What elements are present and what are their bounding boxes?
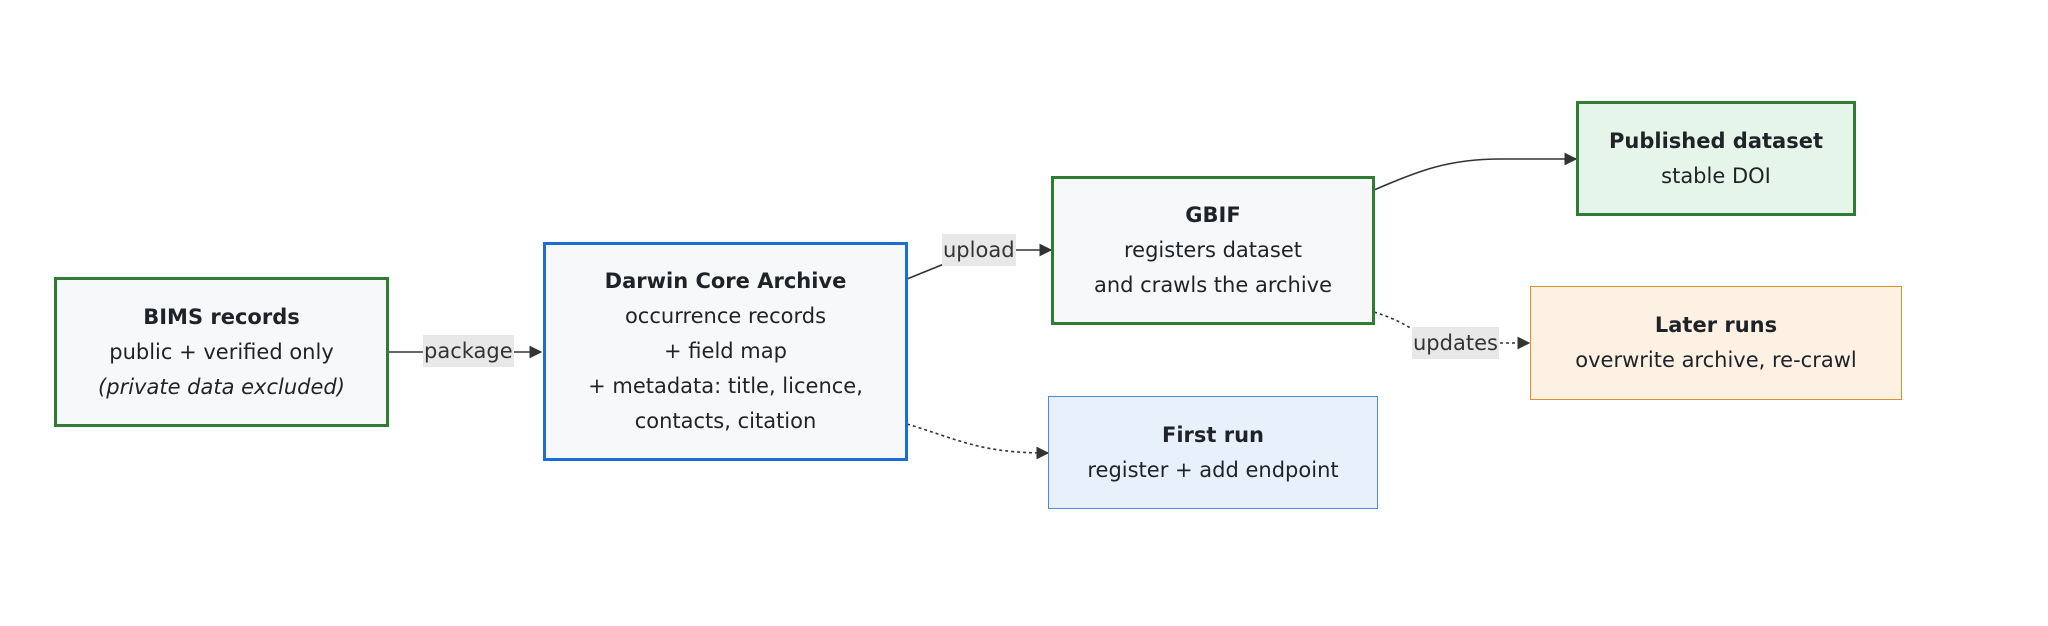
- node-text: overwrite archive, re-crawl: [1575, 348, 1857, 372]
- node-text: register + add endpoint: [1087, 457, 1339, 482]
- node-gbif: GBIF registers dataset and crawls the ar…: [1051, 176, 1375, 325]
- edge-label-upload: upload: [942, 234, 1016, 266]
- node-later-runs: Later runs overwrite archive, re-crawl: [1530, 286, 1902, 400]
- node-text: occurrence records: [624, 304, 827, 328]
- edge-publish: [1373, 152, 1578, 191]
- node-first-run: First run register + add endpoint: [1048, 396, 1378, 509]
- node-title: Published dataset: [1609, 128, 1823, 153]
- edge-label-package: package: [423, 335, 514, 367]
- edge-first-run: [906, 423, 1050, 460]
- edge-label-updates: updates: [1412, 327, 1499, 359]
- node-text: stable DOI: [1661, 163, 1771, 188]
- node-published-dataset: Published dataset stable DOI: [1576, 101, 1856, 216]
- node-text: registers dataset: [1124, 238, 1302, 262]
- node-title: BIMS records: [143, 304, 300, 329]
- node-text: + field map: [664, 339, 787, 363]
- node-title: GBIF: [1185, 203, 1241, 227]
- node-darwin-core-archive: Darwin Core Archive occurrence records +…: [543, 242, 908, 461]
- node-text: public + verified only: [109, 339, 334, 364]
- node-text: (private data excluded): [98, 374, 345, 399]
- node-text: and crawls the archive: [1093, 273, 1333, 297]
- node-title: First run: [1161, 422, 1264, 447]
- node-title: Later runs: [1654, 313, 1778, 337]
- node-text: contacts, citation: [634, 409, 817, 433]
- node-bims-records: BIMS records public + verified only (pri…: [54, 277, 389, 427]
- node-title: Darwin Core Archive: [604, 269, 847, 293]
- node-text: + metadata: title, licence,: [588, 374, 863, 398]
